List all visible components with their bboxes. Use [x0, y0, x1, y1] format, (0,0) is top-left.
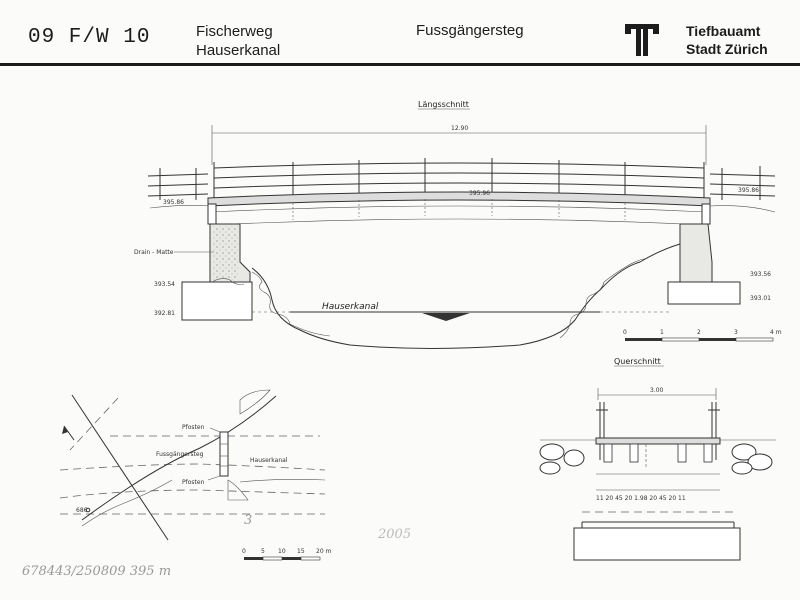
left-footing-top-level: 393.54: [154, 281, 175, 288]
tiefbauamt-logo-icon: [625, 24, 659, 56]
dashed-line-d: [59, 489, 326, 499]
dashed-line-a: [69, 397, 119, 451]
elevation-scale-0: 0: [623, 329, 627, 336]
cross-ground: [539, 439, 776, 475]
structure-type: Fussgängersteg: [416, 22, 524, 39]
location-canal: Hauserkanal: [196, 42, 281, 59]
left-deck-level: 395.86: [163, 199, 184, 206]
site-plan: Pfosten Pfosten Fussgängersteg Hauserkan…: [59, 389, 332, 561]
embankment-hatch: [81, 479, 173, 527]
elevation-scale-4: 4 m: [770, 329, 782, 336]
plan-scale-5: 5: [261, 548, 265, 555]
cross-section-title: Querschnitt: [614, 357, 661, 366]
drawing-reference: 09 F/W 10: [28, 26, 151, 49]
cross-foundation: [573, 511, 741, 561]
north-arrow-icon: [62, 425, 75, 441]
span-dimension: 12.90: [211, 125, 707, 165]
width-label: 3.00: [650, 387, 664, 394]
longitudinal-section-title: Längsschnitt: [418, 100, 469, 109]
location-label: Fischerweg Hauserkanal: [196, 22, 280, 60]
post-bottom-leader: [207, 475, 221, 481]
drain-label: Drain - Matte: [134, 249, 174, 256]
cross-dimensions: 11 20 45 20 1.98 20 45 20 11: [596, 495, 686, 502]
org-city: Stadt Zürich: [686, 41, 768, 57]
bank-line: [239, 479, 326, 483]
cross-deck: [595, 437, 721, 468]
cross-dimension-row: 11 20 45 20 1.98 20 45 20 11: [596, 489, 720, 502]
year-annotation: 2005: [377, 527, 411, 542]
right-footing-top-level: 393.56: [750, 271, 771, 278]
coordinates-annotation: 678443/250809 395 m: [22, 564, 171, 579]
width-dimension: 3.00: [597, 387, 717, 400]
plan-scale-15: 15: [297, 548, 305, 555]
survey-point-icon: [85, 507, 91, 513]
abutment-left: [181, 203, 253, 321]
canal-plan-label: Hauserkanal: [250, 457, 288, 464]
canal-bed: Hauserkanal: [211, 243, 681, 349]
span-label: 12.90: [451, 125, 468, 132]
elevation-scale-bar: 0 1 2 3 4 m: [623, 329, 782, 342]
bridge-plan-label: Fussgängersteg: [156, 451, 204, 458]
dashed-line-c: [59, 463, 326, 471]
longitudinal-section: Längsschnitt 12.90: [134, 100, 782, 349]
water-label: Hauserkanal: [322, 302, 379, 312]
ground-line-right: [709, 205, 776, 213]
organisation: Tiefbauamt Stadt Zürich: [686, 22, 768, 58]
cross-railing: [596, 402, 720, 460]
org-name: Tiefbauamt: [686, 23, 761, 39]
bridge-railing: [213, 158, 705, 200]
elevation-scale-2: 2: [697, 329, 701, 336]
location-street: Fischerweg: [196, 23, 273, 40]
parcel-number: 3: [244, 513, 252, 528]
plan-scale-0: 0: [242, 548, 246, 555]
survey-line: [71, 394, 169, 541]
bridge-deck: [207, 191, 711, 226]
right-deck-level: 395.86: [738, 187, 759, 194]
approach-railing-right: [709, 166, 776, 200]
mid-deck-level: 395.96: [469, 190, 490, 197]
post-top-leader: [209, 427, 221, 433]
embankment-line: [81, 395, 277, 521]
post-top-label: Pfosten: [182, 424, 205, 431]
post-bottom-label: Pfosten: [182, 479, 205, 486]
plan-scale-20: 20 m: [316, 548, 332, 555]
bank-area-bottom: [227, 479, 249, 501]
bank-area-top: [239, 389, 271, 415]
elevation-scale-1: 1: [660, 329, 664, 336]
left-footing-bottom-level: 392.81: [154, 310, 175, 317]
point-label: 686: [76, 507, 88, 514]
cross-section: Querschnitt 3.00: [539, 357, 776, 561]
elevation-scale-3: 3: [734, 329, 738, 336]
ground-line-left: [149, 205, 211, 209]
right-footing-bottom-level: 393.01: [750, 295, 771, 302]
abutment-right: [667, 203, 741, 305]
plan-scale-10: 10: [278, 548, 286, 555]
site-plan-scale-bar: 0 5 10 15 20 m: [242, 548, 332, 561]
header-rule: [0, 63, 800, 66]
approach-railing-left: [147, 168, 209, 200]
bridge-plan: [219, 431, 229, 477]
